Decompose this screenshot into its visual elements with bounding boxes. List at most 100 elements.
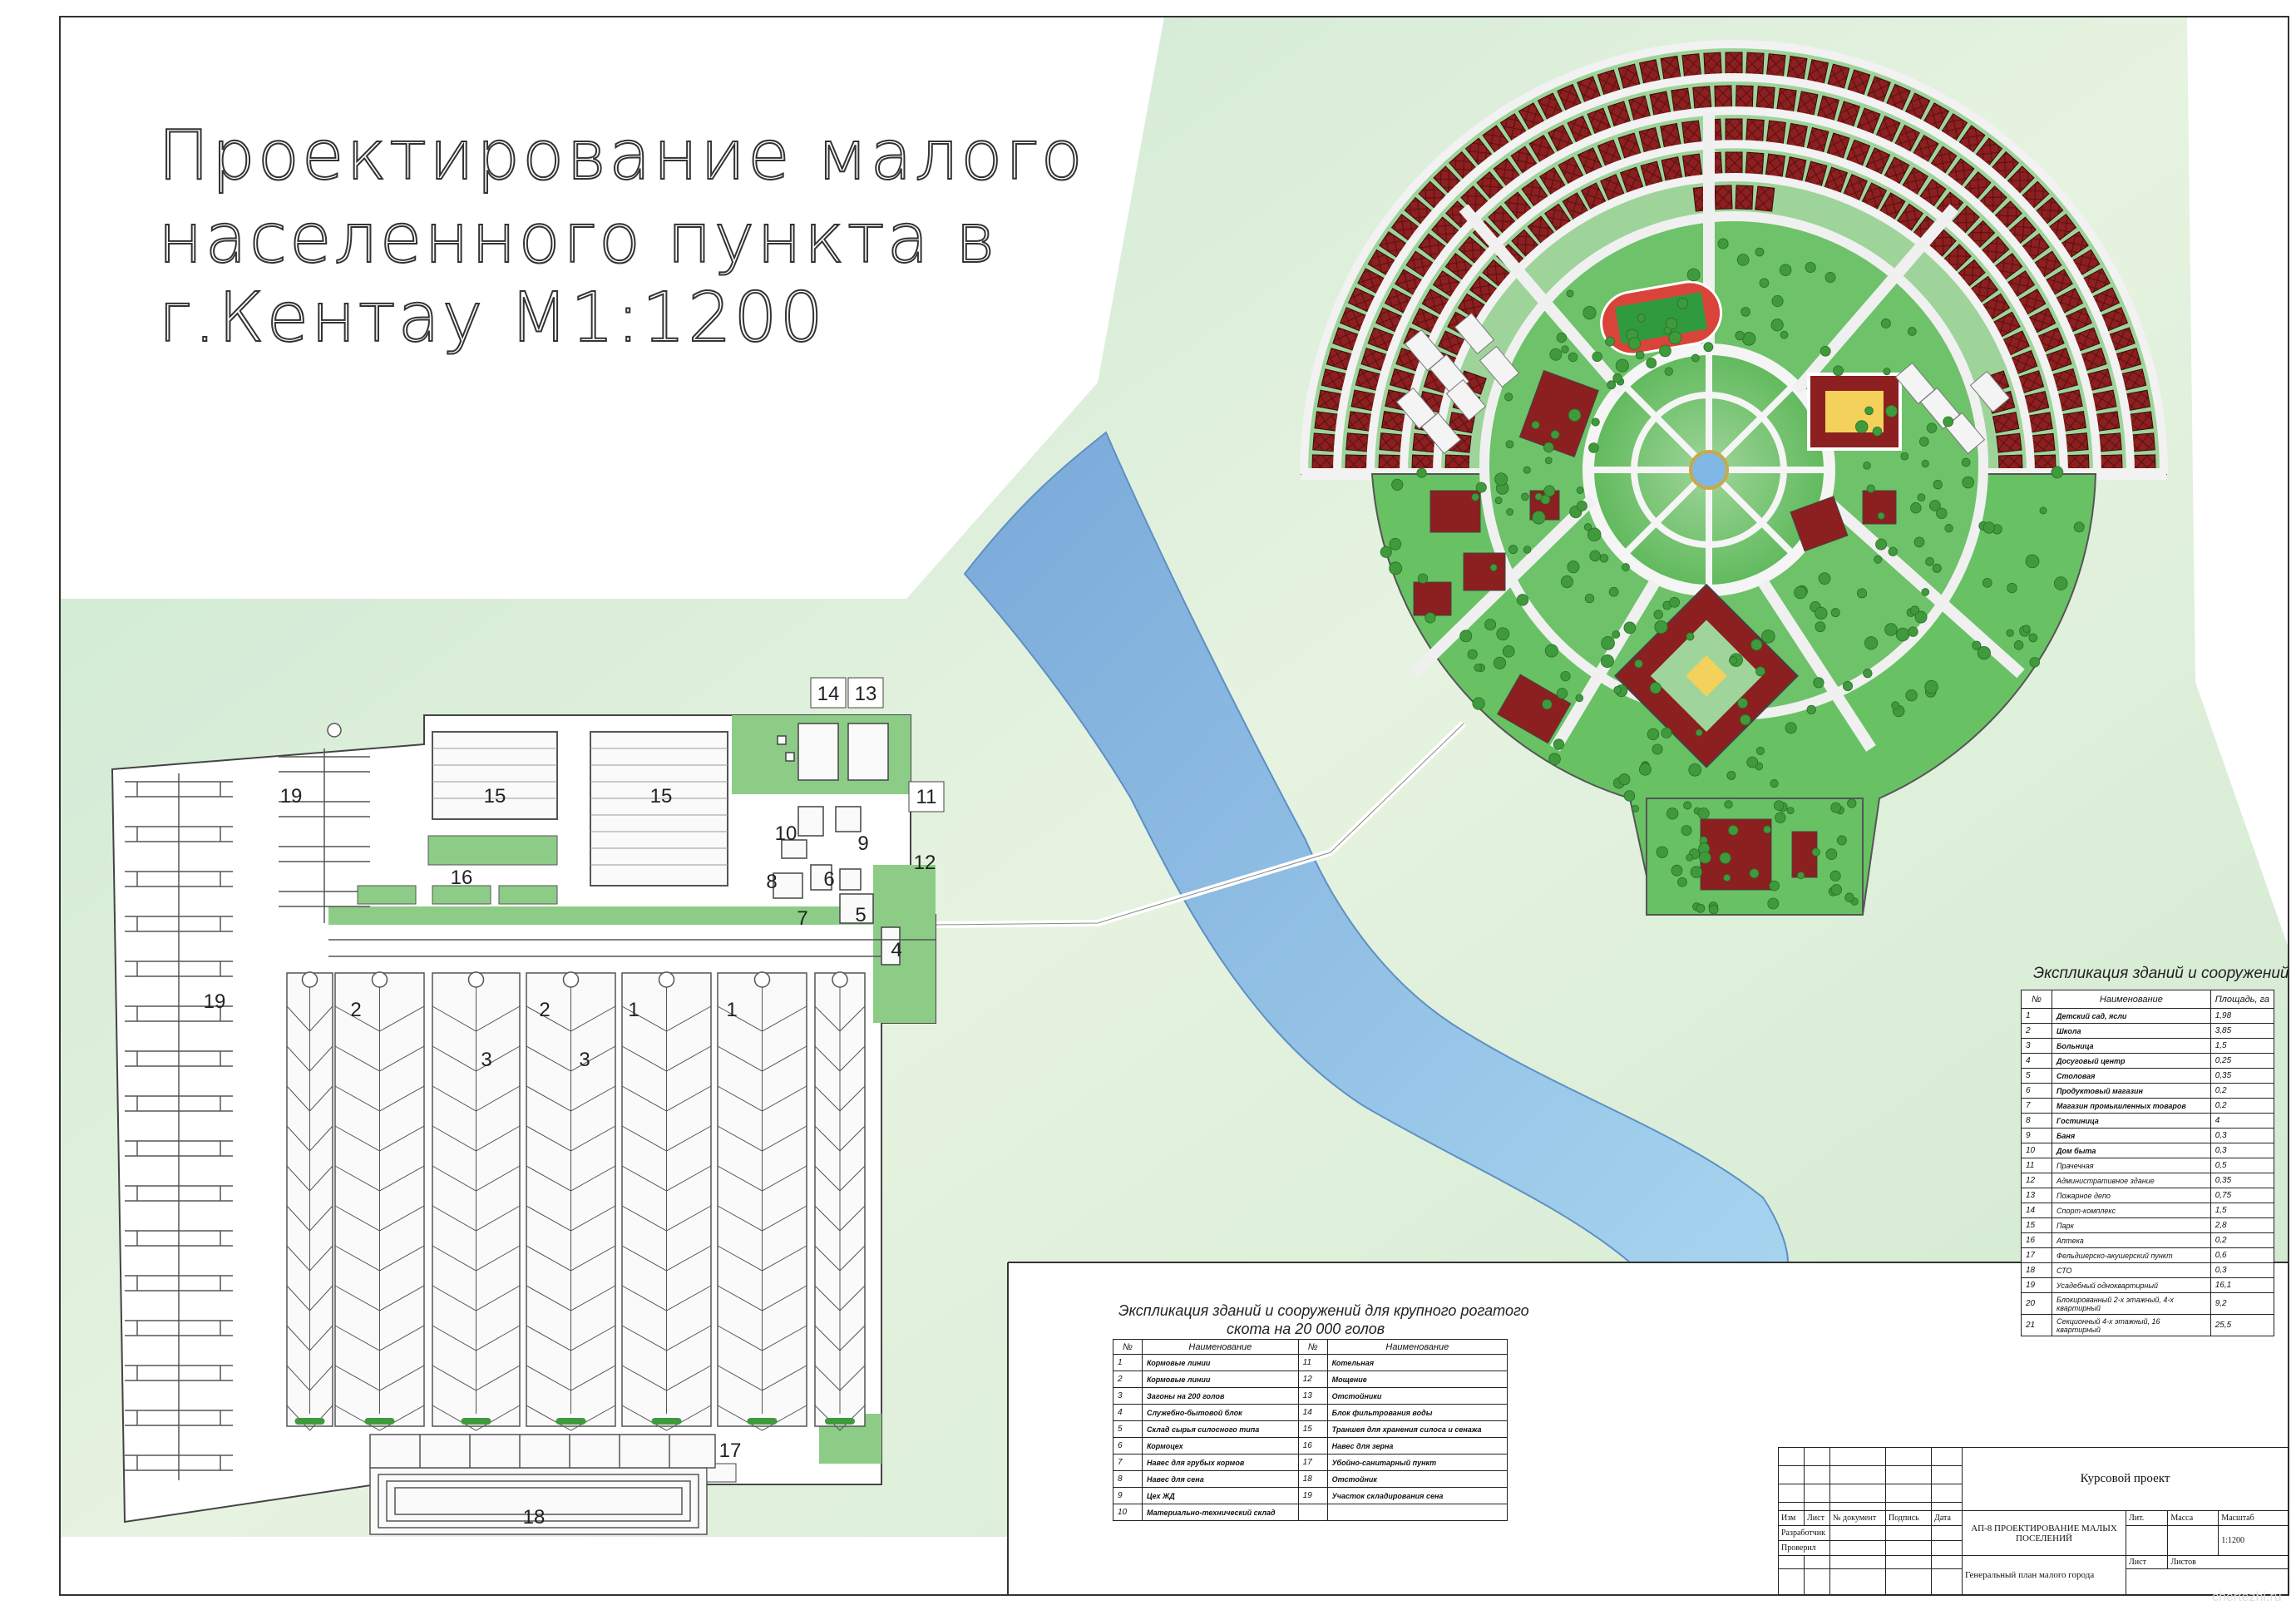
tree bbox=[1914, 610, 1928, 624]
tree bbox=[1750, 639, 1763, 651]
tree bbox=[1639, 763, 1652, 776]
tree bbox=[1943, 416, 1954, 427]
tree bbox=[1618, 773, 1631, 786]
stamp-scale-label: Масштаб bbox=[2218, 1510, 2289, 1526]
arc-house bbox=[1996, 432, 2022, 453]
school bbox=[1807, 373, 1902, 451]
tree bbox=[1637, 314, 1646, 323]
tree bbox=[2073, 521, 2085, 533]
tree bbox=[1623, 790, 1636, 802]
pen-chevron bbox=[334, 1405, 425, 1431]
tree bbox=[1740, 714, 1751, 726]
pen-chevron bbox=[526, 1325, 616, 1351]
tree bbox=[1494, 472, 1508, 486]
pen-chevron bbox=[621, 1325, 712, 1351]
grain-shed-wide bbox=[427, 835, 558, 866]
tree bbox=[1676, 298, 1689, 309]
sectional-house bbox=[1420, 412, 1462, 455]
farm-label-15-right: 15 bbox=[650, 785, 673, 808]
farm-col-name-1: Наименование bbox=[1142, 1339, 1299, 1355]
farm-legend-number: 2 bbox=[1113, 1371, 1143, 1388]
tree bbox=[2039, 506, 2047, 515]
tree bbox=[1891, 701, 1900, 710]
tree bbox=[1489, 564, 1498, 571]
barn-green-bar bbox=[651, 1418, 682, 1425]
pen-chevron bbox=[432, 1405, 521, 1431]
tree bbox=[1805, 261, 1816, 274]
arc-house bbox=[1755, 86, 1775, 111]
farm-legend-number: 16 bbox=[1297, 1437, 1328, 1454]
tree bbox=[1736, 254, 1750, 266]
town-legend-number: 1 bbox=[2021, 1008, 2052, 1024]
arc-street bbox=[1300, 40, 2168, 475]
town-legend-name: Административное здание bbox=[2052, 1173, 2211, 1188]
tree bbox=[1521, 492, 1529, 501]
farm-label-1-first: 1 bbox=[628, 999, 639, 1021]
tree bbox=[1531, 421, 1540, 430]
silage-trench-2 bbox=[590, 731, 728, 887]
feed-silo bbox=[467, 971, 485, 988]
arc-street bbox=[1400, 140, 2068, 475]
farm-bottom-stalls bbox=[369, 1434, 716, 1469]
pen-chevron bbox=[717, 1205, 807, 1232]
pen-chevron bbox=[526, 1125, 616, 1152]
trees bbox=[1380, 238, 2085, 915]
tree bbox=[2028, 633, 2038, 643]
pen-chevron bbox=[814, 1245, 866, 1272]
tree bbox=[1391, 478, 1404, 491]
farm-label-11: 11 bbox=[916, 786, 937, 808]
tree bbox=[1806, 704, 1816, 715]
farm-label-3-second: 3 bbox=[579, 1049, 590, 1071]
feed-silo bbox=[658, 971, 675, 988]
tree bbox=[1875, 538, 1888, 551]
tree bbox=[1654, 620, 1668, 635]
tree bbox=[1779, 264, 1792, 276]
tree bbox=[1589, 550, 1601, 562]
stamp-col-sign: Подпись bbox=[1885, 1510, 1932, 1526]
tree bbox=[1767, 897, 1780, 910]
stamp-row-checked: Проверил bbox=[1778, 1540, 1830, 1556]
pen-chevron bbox=[286, 1085, 333, 1112]
town-legend-area: 1,5 bbox=[2210, 1038, 2275, 1054]
farm-legend-name: Кормовые линии bbox=[1142, 1354, 1299, 1371]
tree bbox=[1830, 608, 1840, 618]
tree bbox=[1900, 452, 1909, 461]
pen-chevron bbox=[717, 1005, 807, 1032]
feeding-barns bbox=[286, 971, 866, 1431]
tree bbox=[1656, 846, 1668, 858]
farm-col-num-1: № bbox=[1113, 1339, 1143, 1355]
tree bbox=[1542, 699, 1553, 710]
pen-chevron bbox=[432, 1045, 521, 1072]
grain-shed-2 bbox=[432, 885, 491, 905]
tree bbox=[1726, 770, 1736, 780]
town-legend-area: 0,2 bbox=[2210, 1098, 2275, 1114]
tree bbox=[1695, 728, 1703, 737]
stamp-lit: Лит. bbox=[2125, 1510, 2169, 1526]
pen-chevron bbox=[432, 1205, 521, 1232]
tree bbox=[1681, 825, 1692, 837]
tree bbox=[1623, 621, 1637, 635]
tree bbox=[1883, 368, 1891, 376]
farm-legend-name bbox=[1326, 1504, 1508, 1521]
pen-chevron bbox=[286, 1285, 333, 1311]
tree bbox=[2022, 625, 2031, 633]
town-legend-number: 10 bbox=[2021, 1143, 2052, 1158]
farm-legend-name: Навес для сена bbox=[1142, 1470, 1299, 1488]
tree bbox=[1600, 654, 1614, 668]
tree bbox=[1723, 874, 1731, 882]
tree bbox=[1820, 345, 1831, 357]
pen-chevron bbox=[814, 1005, 866, 1032]
pen-chevron bbox=[432, 1245, 521, 1272]
tree bbox=[1425, 612, 1436, 624]
pen-chevron bbox=[717, 1245, 807, 1272]
tree bbox=[1749, 868, 1760, 879]
feed-silo bbox=[562, 971, 580, 988]
